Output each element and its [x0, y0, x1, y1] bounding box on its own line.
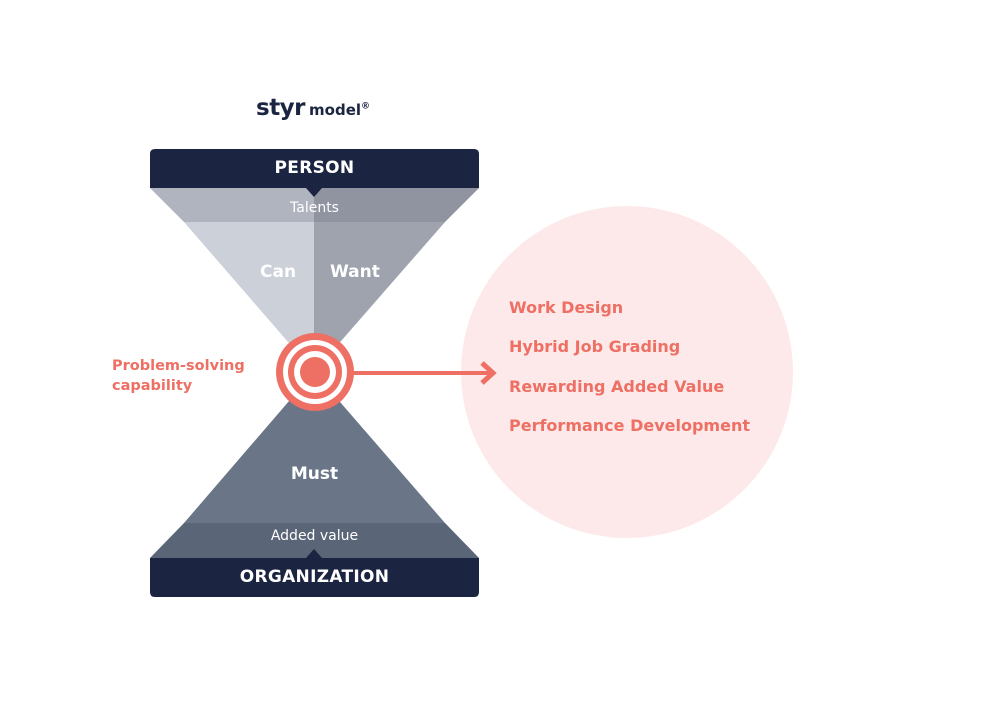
can-label: Can: [260, 262, 297, 282]
added-value-band: [150, 523, 479, 558]
can-section: [184, 222, 314, 372]
service-item-performance-development: Performance Development: [509, 415, 750, 435]
person-box: [150, 149, 479, 188]
person-label: PERSON: [274, 158, 355, 178]
problem-solving-line2: capability: [112, 378, 193, 394]
problem-solving-label: Problem-solving capability: [112, 356, 245, 396]
service-item-rewarding-added-value: Rewarding Added Value: [509, 376, 725, 396]
organization-pointer: [306, 549, 322, 558]
must-label: Must: [290, 464, 339, 484]
added-value-label: Added value: [270, 528, 359, 544]
organization-box: [150, 558, 479, 597]
must-section: [184, 372, 445, 523]
logo-brand: styr: [256, 95, 306, 121]
services-list: Work Design Hybrid Job Grading Rewarding…: [509, 297, 750, 454]
arrow-head-icon: [480, 361, 497, 385]
want-label: Want: [330, 262, 380, 282]
logo-suffix: model: [309, 101, 362, 119]
want-section: [314, 222, 445, 372]
talents-label: Talents: [290, 200, 339, 216]
person-pointer: [306, 188, 322, 197]
services-circle: [461, 206, 793, 538]
target-icon: [276, 333, 354, 411]
service-item-hybrid-job-grading: Hybrid Job Grading: [509, 337, 681, 357]
service-item-work-design: Work Design: [509, 298, 624, 317]
organization-label: ORGANIZATION: [239, 567, 390, 587]
talents-band-left: [150, 188, 314, 222]
talents-band-right: [314, 188, 479, 222]
registered-mark: ®: [361, 101, 371, 112]
problem-solving-line1: Problem-solving: [112, 358, 245, 374]
